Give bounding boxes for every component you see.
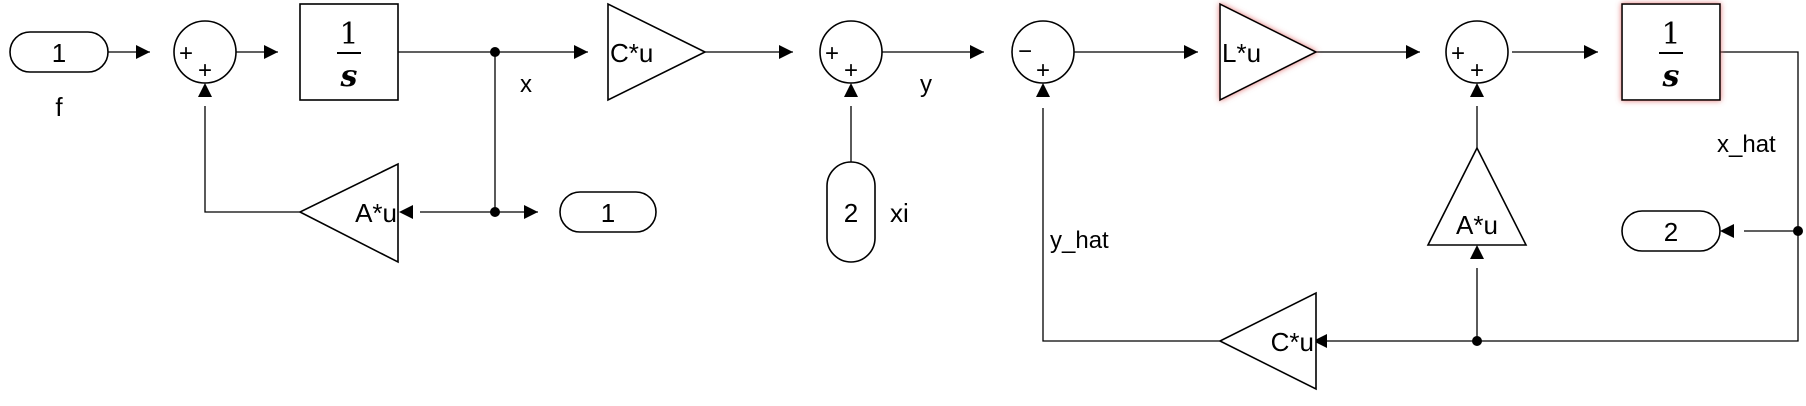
junction-xhat-bottom — [1472, 336, 1482, 346]
junction-x-bottom — [490, 207, 500, 217]
sum-block-2-sign-bottom: + — [844, 57, 858, 84]
gain-plant-C-label: C*u — [610, 38, 653, 68]
inport-xi-number: 2 — [844, 198, 858, 228]
signal-labels: f x y xi y_hat x_hat — [55, 71, 1776, 254]
gain-observer-C-label: C*u — [1271, 327, 1314, 357]
gain-plant-A[interactable]: A*u — [298, 162, 399, 264]
gain-observer-A-label: A*u — [1456, 210, 1498, 240]
gain-plant-C[interactable]: C*u — [607, 2, 707, 102]
sum-block-2-sign-left: + — [825, 40, 839, 67]
signal-label-x-hat: x_hat — [1717, 131, 1776, 158]
junction-xhat-right — [1793, 226, 1803, 236]
outport-x-number: 1 — [601, 198, 615, 228]
sum-block-4-sign-bottom: + — [1470, 57, 1484, 84]
integrator-plant-denominator: s — [340, 59, 358, 94]
signal-label-f: f — [55, 92, 63, 122]
outport-xhat[interactable]: 2 — [1621, 210, 1721, 252]
gain-observer-A[interactable]: A*u — [1426, 146, 1528, 246]
wire-yhat — [1042, 108, 1220, 342]
signal-label-xi: xi — [890, 198, 909, 228]
outport-xhat-number: 2 — [1664, 217, 1678, 247]
integrator-plant[interactable]: 1 s — [299, 3, 399, 101]
sum-block-1[interactable]: + + — [173, 20, 237, 84]
gain-observer-L-label: L*u — [1222, 38, 1261, 68]
gain-plant-A-label: A*u — [355, 198, 397, 228]
signal-label-x: x — [520, 71, 532, 98]
sum-block-3[interactable]: − + — [1011, 20, 1075, 84]
sum-block-1-sign-bottom: + — [198, 57, 212, 84]
arrowheads — [136, 45, 1734, 348]
gain-observer-L[interactable]: L*u — [1219, 2, 1318, 102]
wire-xhat — [1300, 51, 1799, 342]
sum-block-4-sign-left: + — [1451, 40, 1465, 67]
sum-block-1-sign-left: + — [179, 40, 193, 67]
sum-block-4[interactable]: + + — [1445, 20, 1509, 84]
integrator-observer[interactable]: 1 s — [1621, 3, 1721, 101]
inport-f[interactable]: 1 — [9, 31, 109, 73]
sum-block-2[interactable]: + + — [819, 20, 883, 84]
integrator-observer-numerator: 1 — [1661, 17, 1680, 52]
sum-block-3-sign-bottom: + — [1036, 57, 1050, 84]
integrator-plant-numerator: 1 — [339, 17, 358, 52]
wire-gainA-feedback — [204, 106, 300, 213]
inport-f-number: 1 — [52, 38, 66, 68]
signal-label-y-hat: y_hat — [1050, 227, 1109, 254]
signal-wires — [108, 51, 1799, 342]
junction-dots — [490, 47, 1803, 346]
signal-label-y: y — [920, 71, 932, 98]
sum-block-3-sign-left: − — [1018, 38, 1032, 65]
outport-x[interactable]: 1 — [559, 191, 657, 233]
integrator-observer-denominator: s — [1662, 59, 1680, 94]
junction-x-top — [490, 47, 500, 57]
inport-xi[interactable]: 2 — [826, 161, 876, 263]
gain-observer-C[interactable]: C*u — [1218, 291, 1317, 391]
